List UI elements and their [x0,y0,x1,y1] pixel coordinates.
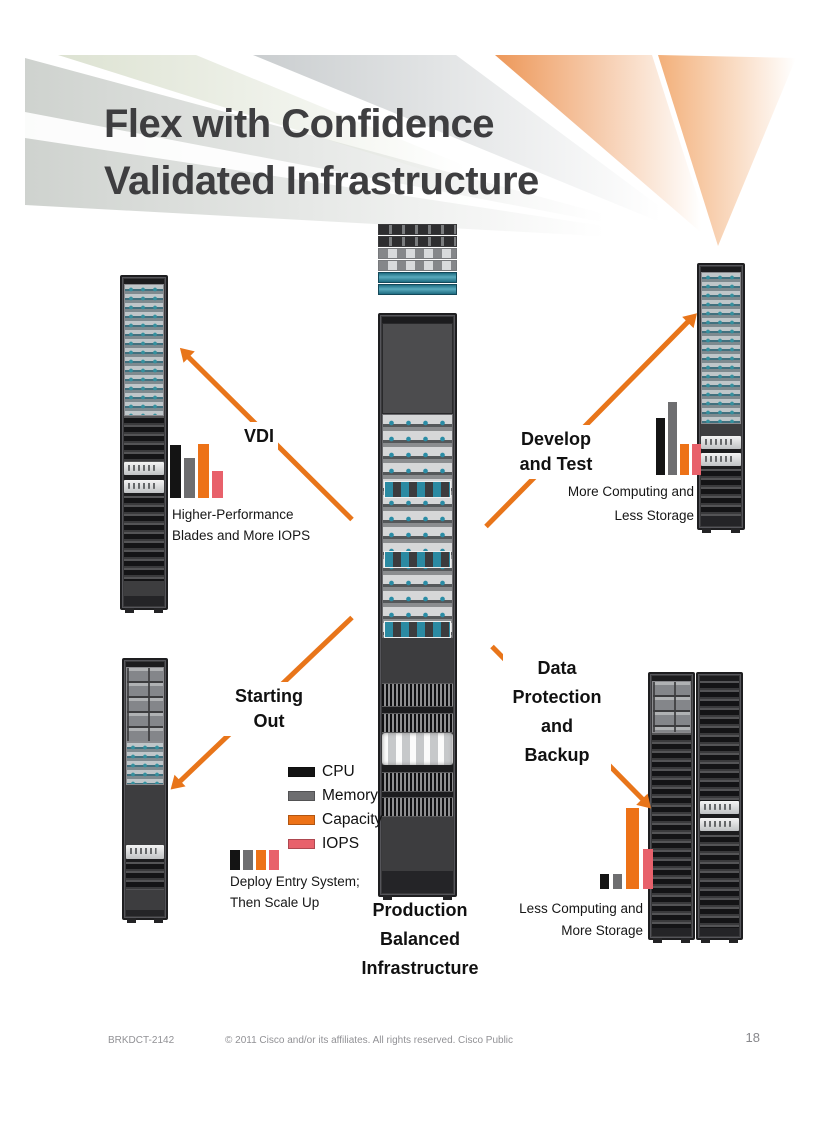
vdi-memory-bar [184,458,195,498]
storage-rack-left-graphic [648,672,695,943]
production-rack-graphic [378,313,457,900]
starting-out-rack-graphic [122,658,168,923]
data-protection-title-line4: Backup [524,745,590,765]
starting-out-title: Starting Out [215,682,323,736]
starting-out-memory-bar [243,850,253,870]
starting-out-caption: Deploy Entry System; Then Scale Up [230,871,360,913]
starting-out-iops-bar [269,850,279,870]
production-label-line2: Balanced [379,929,461,949]
starting-out-caption-line2: Then Scale Up [230,895,320,910]
legend-row-memory: Memory [288,784,382,808]
vdi-iops-bar [212,471,223,498]
develop-test-memory-bar [668,402,677,475]
vdi-cpu-bar [170,445,181,498]
data-protection-racks-graphic [648,672,744,943]
slide-title: Flex with Confidence Validated Infrastru… [104,96,539,210]
legend-row-cpu: CPU [288,760,382,784]
iops-swatch-icon [288,839,315,849]
data-protection-title-line1: Data [537,658,577,678]
slide-title-line1: Flex with Confidence [104,102,495,146]
starting-out-title-line1: Starting [234,686,303,706]
chassis-row-graphic [378,236,457,247]
starting-out-bar-chart [230,849,279,870]
network-equipment-stack-graphic [378,224,457,296]
starting-out-cpu-bar [230,850,240,870]
legend-label-cpu: CPU [322,763,355,780]
chassis-row-graphic [378,224,457,235]
data-protection-caption: Less Computing and More Storage [498,898,643,942]
data-protection-title: Data Protection and Backup [503,652,611,772]
memory-swatch-icon [288,791,315,801]
data-protection-title-line2: Protection [512,687,602,707]
develop-test-title-line2: and Test [519,454,593,474]
vdi-capacity-bar [198,444,209,498]
develop-test-title: Develop and Test [496,425,616,479]
blade-row-graphic [378,260,457,271]
production-label-line1: Production [372,900,468,920]
data-protection-caption-line1: Less Computing and [519,901,643,916]
data-protection-capacity-bar [626,808,639,889]
data-protection-cpu-bar [600,874,609,889]
legend-row-iops: IOPS [288,832,382,856]
vdi-rack-graphic [120,275,168,613]
data-protection-caption-line2: More Storage [561,923,643,938]
develop-test-caption: More Computing and Less Storage [539,480,694,528]
vdi-title: VDI [240,422,279,451]
switch-row-graphic [378,272,457,283]
slide-title-line2: Validated Infrastructure [104,159,539,203]
footer-classification: Cisco Public [458,1035,514,1046]
header-swoosh-graphic [25,55,796,246]
vdi-caption: Higher-Performance Blades and More IOPS [172,504,311,546]
production-label-line3: Infrastructure [361,958,479,978]
develop-test-iops-bar [692,444,701,475]
footer-copyright: © 2011 Cisco and/or its affiliates. All … [225,1035,456,1046]
develop-test-rack-graphic [697,263,745,533]
legend: CPU Memory Capacity IOPS [288,760,382,856]
storage-rack-right-graphic [696,672,743,943]
develop-test-caption-line1: More Computing and [567,484,694,499]
develop-test-capacity-bar [680,444,689,475]
footer-page-number: 18 [745,1030,760,1045]
starting-out-title-line2: Out [253,711,285,731]
production-rack-label: Production Balanced Infrastructure [343,896,497,983]
starting-out-capacity-bar [256,850,266,870]
data-protection-title-line3: and [540,716,573,736]
data-protection-bar-chart [600,808,653,889]
develop-test-caption-line2: Less Storage [614,508,694,523]
vdi-caption-line2: Blades and More IOPS [172,528,311,543]
vdi-bar-chart [170,443,223,498]
capacity-swatch-icon [288,815,315,825]
vdi-caption-line1: Higher-Performance [172,507,294,522]
blade-row-graphic [378,248,457,259]
data-protection-iops-bar [643,849,653,889]
develop-test-title-line1: Develop [520,429,592,449]
data-protection-memory-bar [613,874,622,889]
footer-session-id: BRKDCT-2142 [108,1035,175,1046]
switch-row-graphic [378,284,457,295]
legend-label-memory: Memory [322,787,378,804]
starting-out-caption-line1: Deploy Entry System; [230,874,360,889]
develop-test-cpu-bar [656,418,665,475]
develop-test-bar-chart [656,402,701,475]
legend-label-capacity: Capacity [322,811,383,828]
legend-label-iops: IOPS [322,835,360,852]
cpu-swatch-icon [288,767,315,777]
legend-row-capacity: Capacity [288,808,382,832]
